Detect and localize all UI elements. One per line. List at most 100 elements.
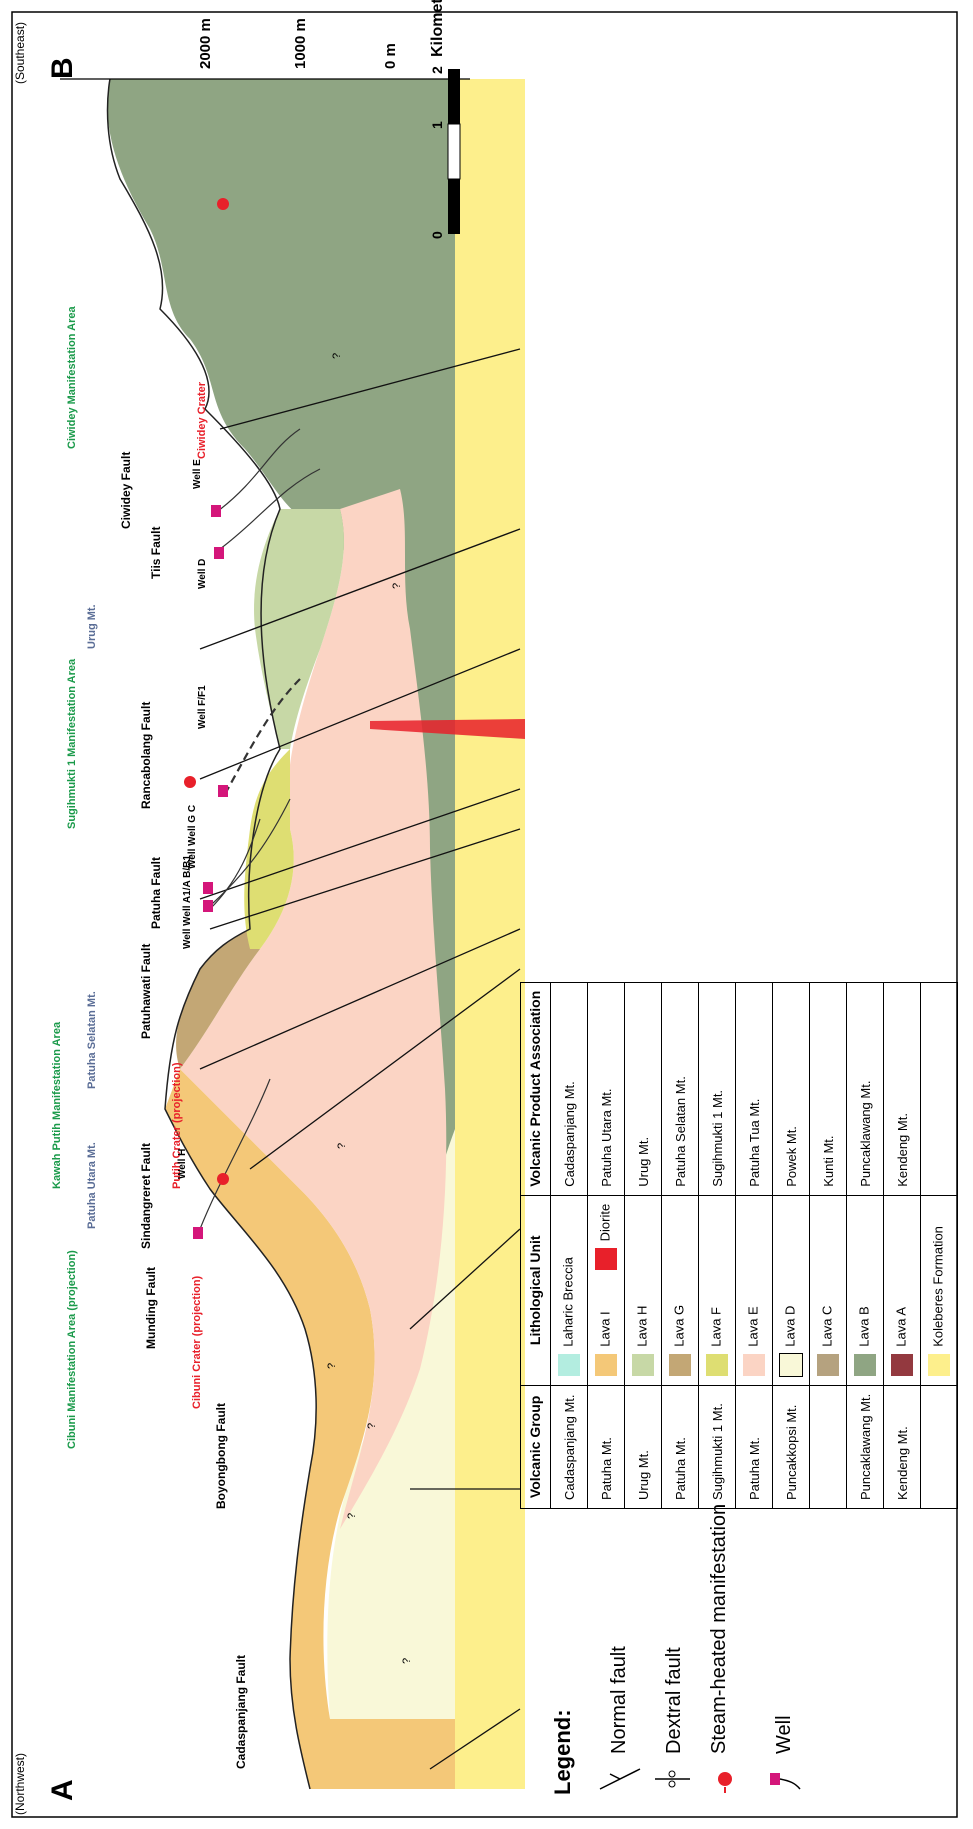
legend-manifestation: Steam-heated manifestation [708, 1504, 730, 1754]
well-trajectories [199, 428, 321, 1230]
unit-lava-f [244, 749, 294, 949]
unit-lava-i [165, 1069, 455, 1789]
elev-0: 0 m [382, 43, 399, 69]
header-volcanic-product: Volcanic Product Association [520, 982, 551, 1196]
label-patuha-utara: Patuha Utara Mt. [86, 1142, 98, 1229]
lithology-table: Volcanic Group Lithological Unit Volcani… [520, 982, 958, 1509]
label-well-d: Well D [197, 559, 208, 589]
well-icon [770, 1773, 801, 1790]
swatch-lava-a [890, 1352, 914, 1377]
table-row: Patuha Mt. Lava E Patuha Tua Mt. [735, 982, 773, 1509]
table-row: Kendeng Mt. Lava A Kendeng Mt. [883, 982, 921, 1509]
table-row: Sugihmukti 1 Mt. Lava F Sugihmukti 1 Mt. [698, 982, 736, 1509]
label-well-g-c: Well Well G C [187, 805, 198, 869]
swatch-lava-f [705, 1352, 729, 1377]
table-row: Puncakkopsi Mt. Lava D Powek Mt. [772, 982, 810, 1509]
swatch-lava-i [594, 1352, 618, 1377]
label-well-h: Well H [177, 1149, 188, 1179]
swatch-lava-b [853, 1352, 877, 1377]
swatch-lava-h [631, 1352, 655, 1377]
scale-unit: Kilometer [429, 0, 446, 57]
well-heads [193, 505, 228, 1239]
svg-text:?: ? [331, 353, 343, 359]
table-row: Puncaklawang Mt. Lava B Puncaklawang Mt. [846, 982, 884, 1509]
scale-tick-0: 0 [429, 231, 445, 239]
svg-text:?: ? [401, 1658, 413, 1664]
unit-lava-e [180, 489, 447, 1529]
legend-well: Well [773, 1715, 795, 1754]
swatch-koleberes [927, 1352, 951, 1377]
fault-labels: Cadaspanjang Fault Boyongbong Fault Mund… [119, 452, 248, 1769]
manifestation-symbols [184, 198, 229, 1185]
manifestation-labels: Cibuni Manifestation Area (projection) C… [51, 305, 208, 1449]
fault-label-sindangreret: Sindangreret Fault [139, 1143, 153, 1249]
table-row: Lava C Kunti Mt. [809, 982, 847, 1509]
elev-1000: 1000 m [292, 18, 309, 69]
swatch-laharic-breccia [557, 1352, 581, 1377]
scale-tick-2: 2 [429, 66, 445, 74]
fault-label-cadaspanjang: Cadaspanjang Fault [234, 1655, 248, 1769]
label-urug: Urug Mt. [86, 604, 98, 649]
label-sugihmukti-area: Sugihmukti 1 Manifestation Area [66, 658, 78, 829]
label-patuha-selatan: Patuha Selatan Mt. [86, 991, 98, 1089]
corner-northwest: (Northwest) [13, 1753, 27, 1815]
fault-label-munding: Munding Fault [144, 1267, 158, 1349]
fault-label-patuha: Patuha Fault [149, 857, 163, 929]
fault-label-tiis: Tiis Fault [149, 527, 163, 579]
legend: Legend: Normal fault Dextral fault Steam… [550, 1504, 801, 1795]
label-well-f: Well F/F1 [197, 685, 208, 729]
fault-lines [199, 348, 521, 1770]
swatch-lava-g [668, 1352, 692, 1377]
fault-label-rancabolang: Rancabolang Fault [139, 702, 153, 809]
label-ciwidey-area: Ciwidey Manifestation Area [66, 305, 78, 449]
label-cibuni-area: Cibuni Manifestation Area (projection) [66, 1250, 78, 1449]
unit-lava-b [107, 79, 455, 1169]
label-b: B [46, 57, 79, 79]
unit-lava-g [176, 929, 260, 1069]
label-a: A [46, 1779, 79, 1801]
legend-dextral-fault: Dextral fault [663, 1647, 685, 1754]
section-frame [11, 11, 958, 1818]
legend-normal-fault: Normal fault [608, 1646, 630, 1754]
label-well-a-b: Well Well A1/A B/B1 [182, 855, 193, 949]
table-row: Patuha Mt. Lava G Patuha Selatan Mt. [661, 982, 699, 1509]
swatch-lava-d [779, 1352, 803, 1377]
scale-bar: 0 1 2 Kilometer [429, 0, 461, 239]
manifestation-icon [718, 1772, 732, 1793]
swatch-diorite [594, 1247, 618, 1272]
label-well-e: Well E [192, 459, 203, 489]
fault-label-patuhawati: Patuhawati Fault [139, 944, 153, 1039]
elev-2000: 2000 m [197, 18, 214, 69]
svg-text:?: ? [326, 1363, 338, 1369]
label-kawah-putih-area: Kawah Putih Manifestation Area [51, 1021, 63, 1189]
table-row: Patuha Mt. Lava IDiorite Patuha Utara Mt… [587, 982, 625, 1509]
svg-text:?: ? [366, 1423, 378, 1429]
well-labels: Well H Well Well A1/A B/B1 Well Well G C… [177, 459, 208, 1179]
svg-text:?: ? [346, 1513, 358, 1519]
header-volcanic-group: Volcanic Group [520, 1385, 551, 1509]
svg-text:?: ? [391, 583, 403, 589]
normal-fault-icon [599, 1768, 641, 1790]
label-putih-crater: Putih Crater (projection) [171, 1062, 183, 1189]
header-lithological-unit: Lithological Unit [520, 1195, 551, 1386]
legend-title: Legend: [550, 1709, 575, 1795]
dextral-fault-icon [655, 1770, 690, 1788]
unit-diorite [370, 719, 525, 739]
swatch-lava-e [742, 1352, 766, 1377]
unit-koleberes [455, 79, 525, 1789]
swatch-lava-c [816, 1352, 840, 1377]
table-header-row: Volcanic Group Lithological Unit Volcani… [520, 982, 551, 1509]
table-row: Urug Mt. Lava H Urug Mt. [624, 982, 662, 1509]
table-row: Koleberes Formation [920, 982, 958, 1509]
label-cibuni-crater: Cibuni Crater (projection) [191, 1275, 203, 1409]
fault-label-boyongbong: Boyongbong Fault [214, 1403, 228, 1509]
svg-text:?: ? [336, 1143, 348, 1149]
unit-lava-h [254, 509, 344, 749]
uncertain-markers: ? ? ? ? ? ? ? [326, 353, 413, 1664]
topographic-surface [106, 78, 317, 1790]
scale-tick-1: 1 [429, 121, 445, 129]
label-ciwidey-crater: Ciwidey Crater [196, 381, 208, 459]
